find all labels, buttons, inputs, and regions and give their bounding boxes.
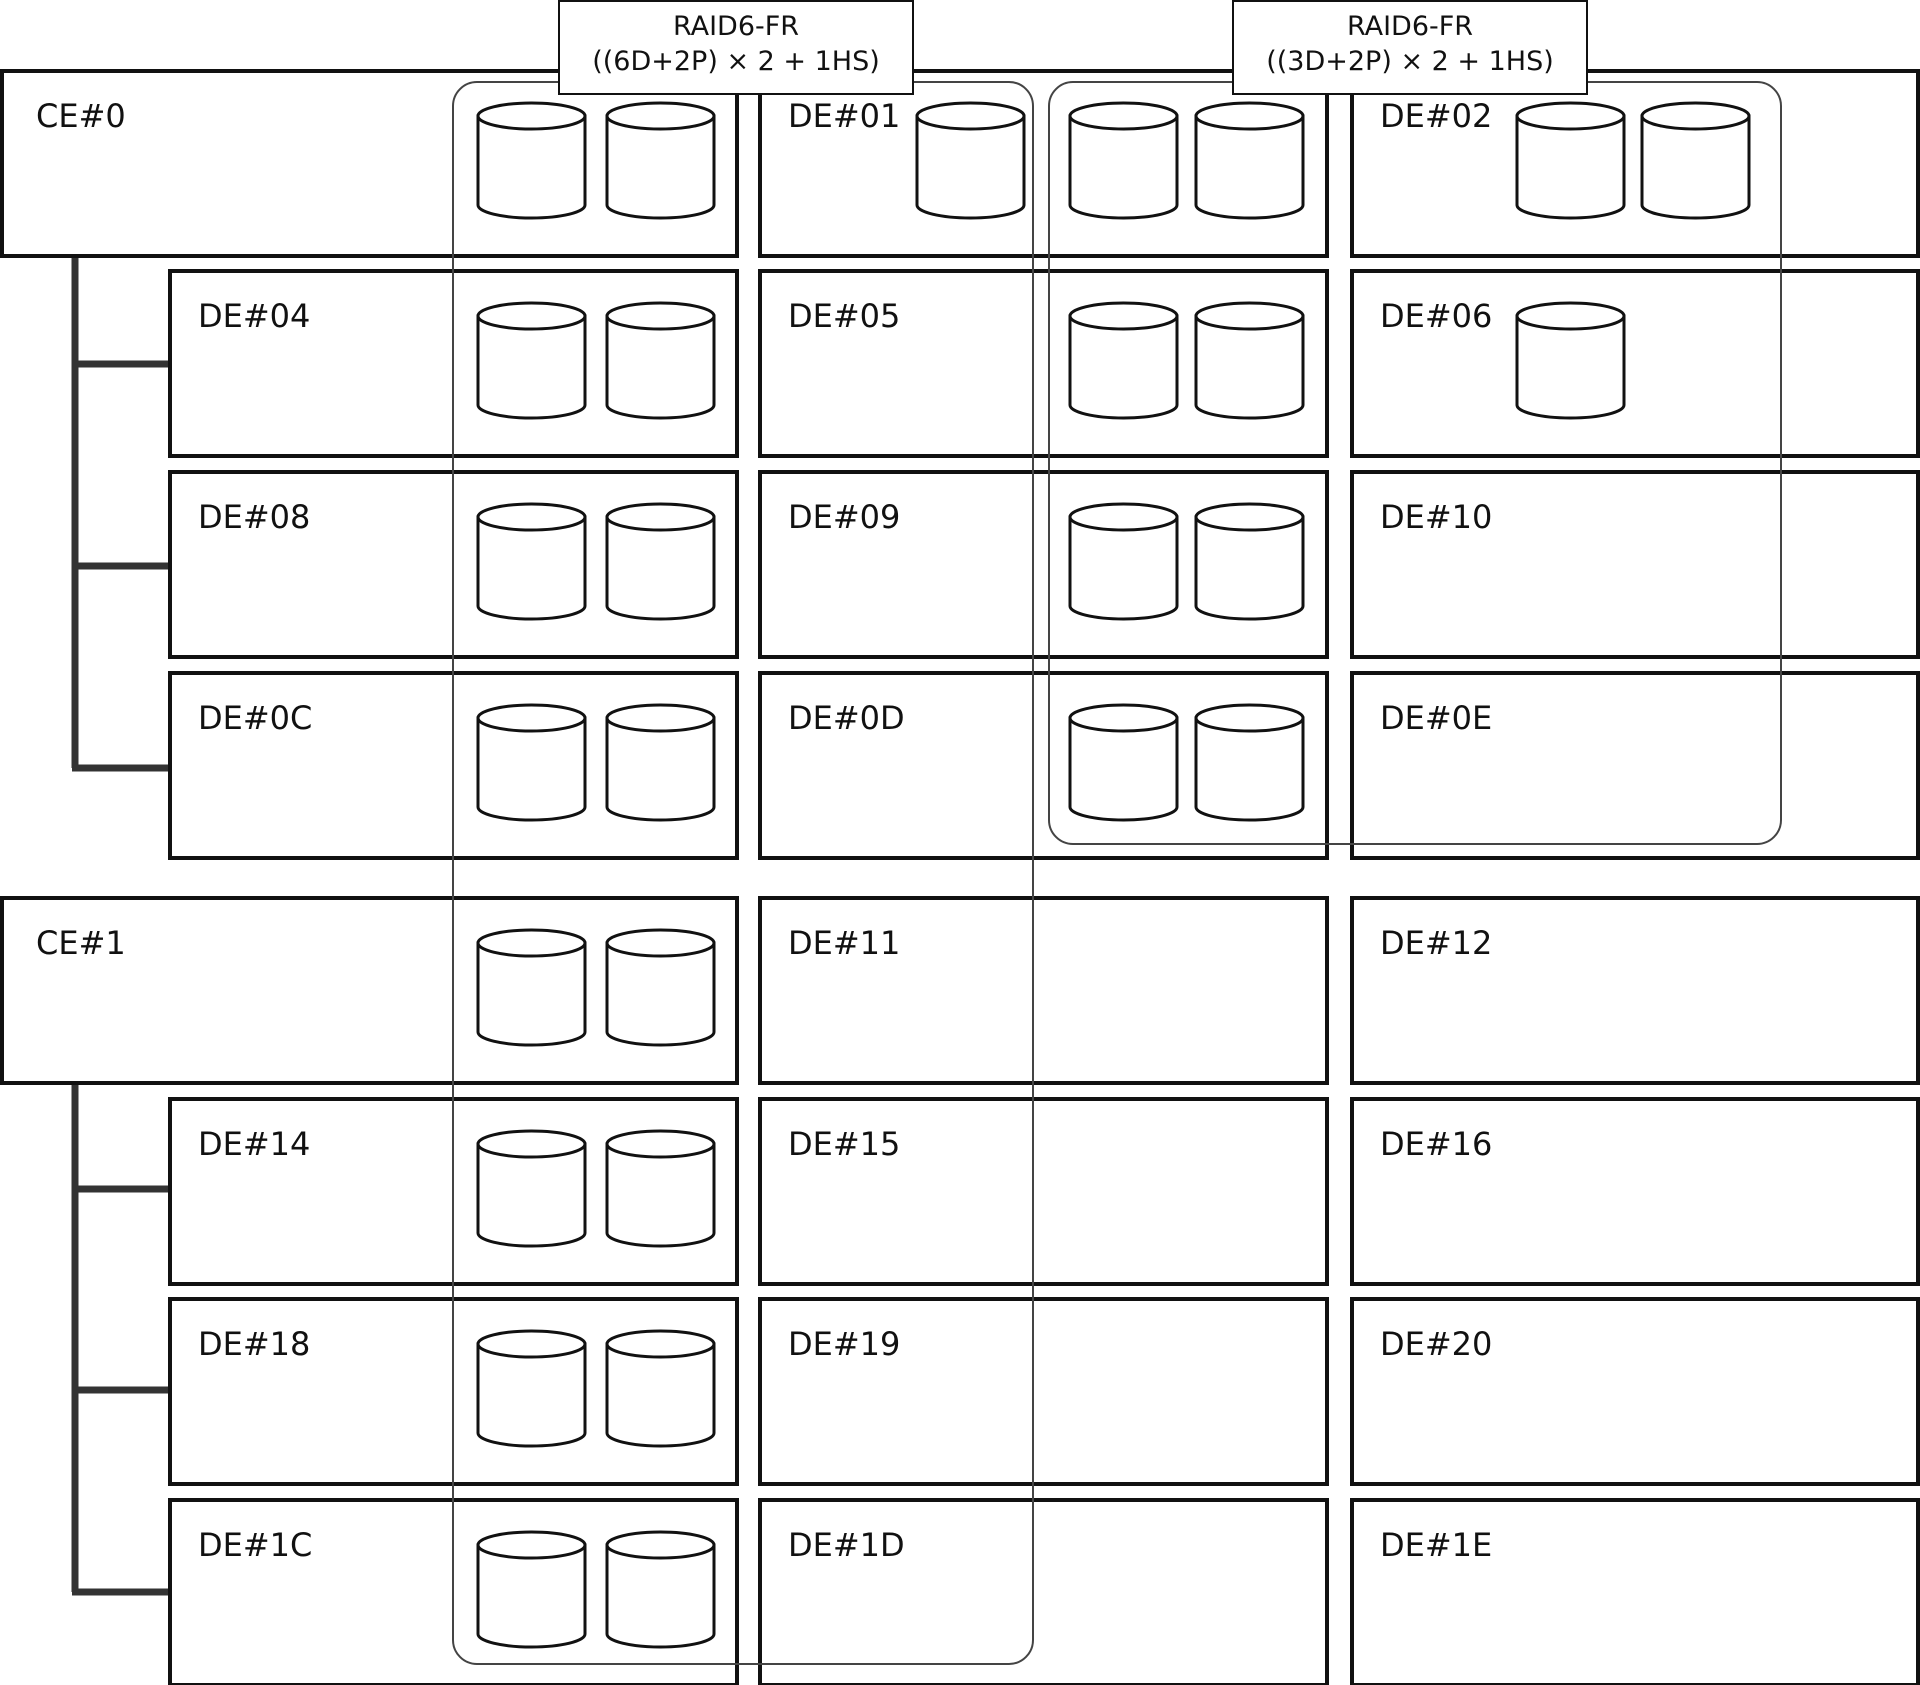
enclosure-de-14-drive-icon-1 — [476, 1129, 587, 1248]
raid-group-2-config: ((3D+2P) × 2 + 1HS) — [1266, 46, 1554, 77]
enclosure-de-06-drive-icon-1 — [1515, 301, 1626, 420]
raid-group-1-caption: RAID6-FR ((6D+2P) × 2 + 1HS) — [558, 0, 914, 95]
enclosure-ce-1-label: CE#1 — [36, 924, 126, 962]
enclosure-de-05-drive-icon-2 — [1194, 301, 1305, 420]
enclosure-de-04-label: DE#04 — [198, 297, 310, 335]
enclosure-de-09-label: DE#09 — [788, 498, 900, 536]
enclosure-de-05-drive-icon-1 — [1068, 301, 1179, 420]
enclosure-ce-0-label: CE#0 — [36, 97, 126, 135]
raid-group-2-title: RAID6-FR — [1347, 11, 1473, 42]
enclosure-de-0e: DE#0E — [1350, 671, 1920, 860]
enclosure-de-19: DE#19 — [758, 1297, 1329, 1486]
enclosure-ce-0-drive-icon-1 — [476, 101, 587, 220]
enclosure-de-16-label: DE#16 — [1380, 1125, 1492, 1163]
enclosure-de-01-drive-icon-2 — [1068, 101, 1179, 220]
enclosure-de-19-label: DE#19 — [788, 1325, 900, 1363]
enclosure-de-08-drive-icon-2 — [605, 502, 716, 621]
enclosure-de-0d-label: DE#0D — [788, 699, 905, 737]
enclosure-ce-0-drive-icon-2 — [605, 101, 716, 220]
enclosure-de-04-drive-icon-2 — [605, 301, 716, 420]
enclosure-de-09-drive-icon-1 — [1068, 502, 1179, 621]
enclosure-de-10-label: DE#10 — [1380, 498, 1492, 536]
enclosure-de-01-label: DE#01 — [788, 97, 900, 135]
enclosure-de-20: DE#20 — [1350, 1297, 1920, 1486]
enclosure-de-12: DE#12 — [1350, 896, 1920, 1085]
enclosure-de-14-label: DE#14 — [198, 1125, 310, 1163]
enclosure-de-11-label: DE#11 — [788, 924, 900, 962]
enclosure-de-1d: DE#1D — [758, 1498, 1329, 1685]
raid-group-1-title: RAID6-FR — [673, 11, 799, 42]
enclosure-de-10: DE#10 — [1350, 470, 1920, 659]
enclosure-de-1c-drive-icon-2 — [605, 1530, 716, 1649]
enclosure-ce-0: CE#0 — [0, 69, 739, 258]
enclosure-de-0c-drive-icon-2 — [605, 703, 716, 822]
enclosure-de-1c-drive-icon-1 — [476, 1530, 587, 1649]
enclosure-de-0e-label: DE#0E — [1380, 699, 1492, 737]
raid-group-2-caption: RAID6-FR ((3D+2P) × 2 + 1HS) — [1232, 0, 1588, 95]
enclosure-de-01-drive-icon-1 — [915, 101, 1026, 220]
enclosure-de-08-label: DE#08 — [198, 498, 310, 536]
ce1-connector-tree — [71, 1083, 170, 1596]
enclosure-ce-1-drive-icon-2 — [605, 928, 716, 1047]
enclosure-de-12-label: DE#12 — [1380, 924, 1492, 962]
enclosure-de-18-drive-icon-2 — [605, 1329, 716, 1448]
enclosure-de-1e-label: DE#1E — [1380, 1526, 1492, 1564]
enclosure-de-1d-label: DE#1D — [788, 1526, 905, 1564]
enclosure-de-06-label: DE#06 — [1380, 297, 1492, 335]
enclosure-de-18-label: DE#18 — [198, 1325, 310, 1363]
enclosure-de-05-label: DE#05 — [788, 297, 900, 335]
enclosure-de-15-label: DE#15 — [788, 1125, 900, 1163]
enclosure-de-02-drive-icon-2 — [1640, 101, 1751, 220]
enclosure-de-02-label: DE#02 — [1380, 97, 1492, 135]
enclosure-ce-1-drive-icon-1 — [476, 928, 587, 1047]
enclosure-de-04-drive-icon-1 — [476, 301, 587, 420]
ce0-connector-tree — [71, 256, 170, 772]
enclosure-de-1c-label: DE#1C — [198, 1526, 312, 1564]
enclosure-de-06: DE#06 — [1350, 269, 1920, 458]
enclosure-de-02-drive-icon-1 — [1515, 101, 1626, 220]
enclosure-de-01-drive-icon-3 — [1194, 101, 1305, 220]
enclosure-de-0c-drive-icon-1 — [476, 703, 587, 822]
enclosure-de-16: DE#16 — [1350, 1097, 1920, 1286]
enclosure-de-0d-drive-icon-1 — [1068, 703, 1179, 822]
enclosure-de-08-drive-icon-1 — [476, 502, 587, 621]
enclosure-de-02: DE#02 — [1350, 69, 1920, 258]
enclosure-de-0c-label: DE#0C — [198, 699, 312, 737]
enclosure-de-0d-drive-icon-2 — [1194, 703, 1305, 822]
enclosure-de-09-drive-icon-2 — [1194, 502, 1305, 621]
enclosure-de-20-label: DE#20 — [1380, 1325, 1492, 1363]
enclosure-de-11: DE#11 — [758, 896, 1329, 1085]
enclosure-de-18-drive-icon-1 — [476, 1329, 587, 1448]
enclosure-de-1e: DE#1E — [1350, 1498, 1920, 1685]
raid-group-1-config: ((6D+2P) × 2 + 1HS) — [592, 46, 880, 77]
enclosure-de-15: DE#15 — [758, 1097, 1329, 1286]
enclosure-de-14-drive-icon-2 — [605, 1129, 716, 1248]
